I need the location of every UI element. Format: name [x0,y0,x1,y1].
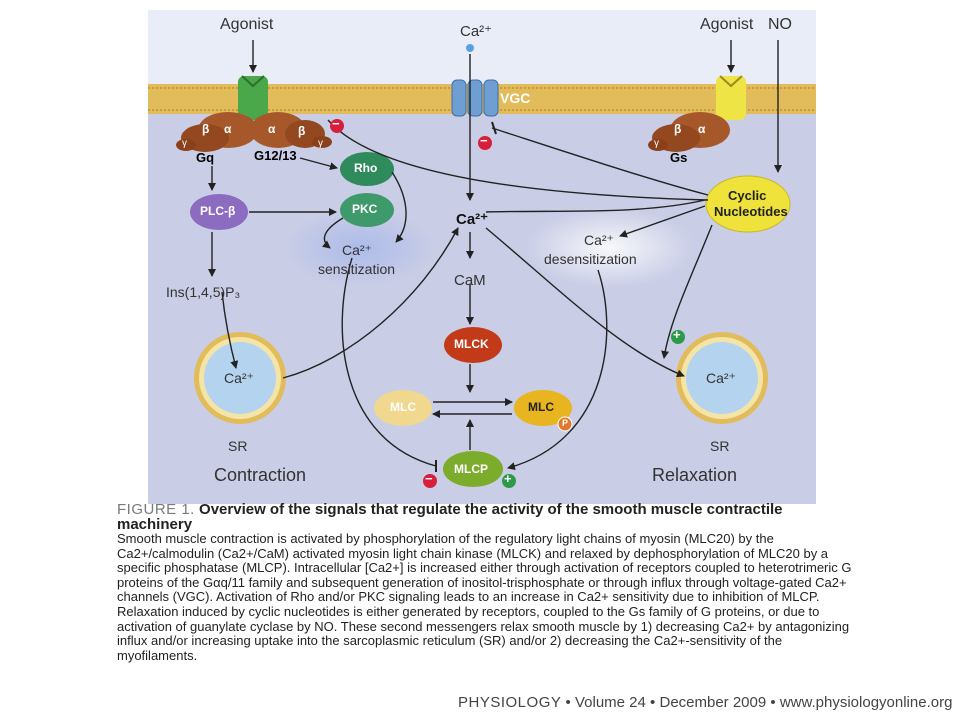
g-protein-gs [648,112,730,152]
journal-footer: PHYSIOLOGY • Volume 24 • December 2009 •… [458,694,952,711]
phospho-label: P [562,418,569,428]
desensitization-label-2: desensitization [544,251,637,267]
ca-ion-dot [466,44,474,52]
plc-node [190,194,248,230]
mlc-phospho-node [514,390,572,426]
signaling-diagram: Agonist Ca²⁺ Agonist NO VGC Gq G12/13 Gs… [148,10,816,504]
mlc-right-label: MLC [528,400,554,414]
sr-right-ca-label: Ca²⁺ [706,370,736,386]
caption-title: Overview of the signals that regulate th… [117,501,783,533]
caption-label: FIGURE 1. [117,501,195,518]
pkc-node [340,193,394,227]
relaxation-label: Relaxation [652,465,738,485]
ca-top-label: Ca²⁺ [460,23,493,40]
figure-caption: FIGURE 1. Overview of the signals that r… [117,502,859,663]
gq-beta: β [202,122,210,136]
activate-sign-mlcp [502,474,516,488]
footer-date: December 2009 [659,694,767,711]
g-protein-g1213 [250,112,332,148]
gq-alpha: α [224,122,232,136]
cyclic-label-2: Nucleotides [714,204,788,219]
mlc-unphospho-node [374,390,432,426]
sensitization-label-2: sensitization [318,261,396,277]
gq-gamma: γ [182,138,187,149]
mlck-node [444,327,502,363]
minus-sign-g1213: − [332,116,340,131]
sr-left-ca-label: Ca²⁺ [224,370,254,386]
pkc-label: PKC [352,202,378,216]
footer-sep-3: • [770,694,776,711]
minus-sign-mlcp: − [425,471,433,486]
gq-receptor [238,76,268,120]
g1213-alpha: α [268,122,276,136]
cam-label: CaM [454,272,486,289]
mlcp-label: MLCP [454,462,488,476]
gs-label: Gs [670,150,688,165]
cyclic-label-1: Cyclic [728,188,767,203]
sr-left-label: SR [228,438,248,454]
journal-name: PHYSIOLOGY [458,694,562,711]
footer-sep-2: • [650,694,656,711]
gs-beta: β [674,122,682,136]
plus-sign-mlcp: + [504,471,512,486]
ca-center-label: Ca²⁺ [456,211,489,228]
g1213-beta: β [298,124,306,138]
footer-sep-1: • [565,694,571,711]
inhibit-sign-g1213 [330,119,344,133]
caption-body: Smooth muscle contraction is activated b… [117,531,852,663]
inhibit-sign-mlcp [423,474,437,488]
plus-sign-sr: + [673,327,681,342]
vgc-channel [451,79,499,117]
sr-right-vesicle [676,332,768,424]
sensitization-glow [285,210,435,286]
vgc-label: VGC [500,90,531,106]
phosphate-badge [557,416,573,432]
g1213-gamma: γ [318,138,323,149]
caption-heading: FIGURE 1. Overview of the signals that r… [117,502,859,532]
gq-label: Gq [196,150,215,165]
diagram-canvas [148,10,816,488]
gs-alpha: α [698,122,706,136]
gs-receptor [716,76,746,120]
cyclic-nucleotides-node [705,175,791,233]
footer-volume: Volume 24 [574,694,646,711]
ip3-label: Ins(1,4,5)P₃ [166,284,241,300]
agonist-right-label: Agonist [700,16,754,33]
sr-right-label: SR [710,438,730,454]
no-label: NO [768,16,792,33]
rho-label: Rho [354,161,378,175]
gs-gamma: γ [654,138,659,149]
g-protein-gq [176,112,258,152]
activate-sign-sr [671,330,685,344]
desensitization-label-1: Ca²⁺ [584,232,614,248]
sr-left-vesicle [194,332,286,424]
extracellular-space [148,10,816,84]
minus-sign-vgc: − [480,133,488,148]
mlc-left-label: MLC [390,400,416,414]
mlck-label: MLCK [454,337,489,351]
sensitization-label-1: Ca²⁺ [342,242,372,258]
mlcp-node [443,451,503,487]
rho-node [340,152,394,186]
agonist-left-label: Agonist [220,16,274,33]
desensitization-glow [525,208,695,288]
inhibit-sign-vgc [478,136,492,150]
plc-label: PLC-β [200,204,236,218]
contraction-label: Contraction [214,465,307,485]
g1213-label: G12/13 [254,148,297,163]
footer-url[interactable]: www.physiologyonline.org [779,694,953,711]
